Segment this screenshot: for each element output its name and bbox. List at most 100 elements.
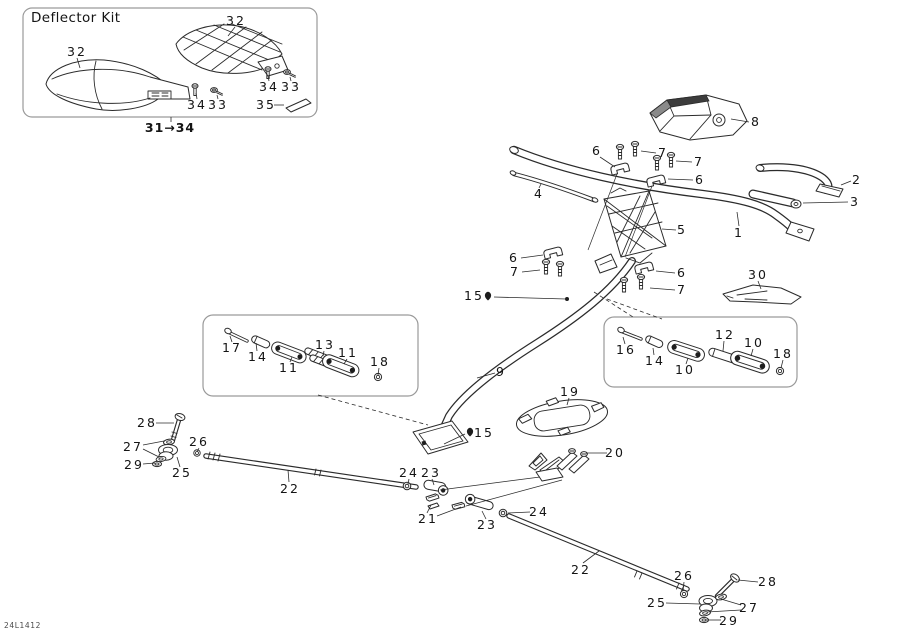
pin-21a-drawing: [425, 493, 440, 502]
bracket-20-drawing: [528, 448, 590, 482]
leader-line: [722, 340, 725, 352]
screw-7-icon: [615, 143, 625, 160]
callout-8: 8: [751, 113, 761, 129]
callout-30: 30: [748, 266, 768, 282]
leader-line: [661, 228, 677, 231]
grip-hook-drawing: [755, 163, 844, 198]
leader-line: [343, 358, 348, 365]
leader-line: [730, 118, 750, 123]
leader-line: [757, 280, 762, 290]
leader-line: [750, 348, 754, 357]
leader-line: [287, 469, 290, 483]
callout-16: 16: [616, 341, 636, 357]
diagram-code: 24L1412: [4, 621, 42, 630]
callout-33: 33: [208, 96, 228, 112]
callout-14: 14: [248, 348, 268, 364]
leader-line: [802, 201, 849, 204]
screw-7-icon: [541, 258, 551, 275]
steering-column-drawing: [412, 257, 636, 455]
callout-1: 1: [734, 224, 744, 240]
connector-line: [465, 479, 563, 507]
callout-13: 13: [315, 336, 335, 352]
leader-line: [196, 447, 200, 453]
leader-line: [227, 26, 236, 37]
callout-14: 14: [645, 352, 665, 368]
callout-23: 23: [477, 516, 497, 532]
jam-nut-24-right-icon: [498, 508, 508, 518]
tie-rod-right-drawing: [506, 513, 690, 592]
callout-31-34: 31→34: [144, 119, 196, 135]
leader-line: [706, 609, 742, 613]
screw-7-icon: [636, 273, 646, 290]
leader-line: [426, 504, 432, 514]
leader-line: [289, 76, 292, 82]
leader-line: [407, 478, 410, 485]
leader-line: [655, 270, 676, 274]
grease-marker-icon: [466, 427, 474, 437]
steering-arm-left-drawing: [152, 412, 201, 468]
deflector-kit-title: Deflector Kit: [31, 10, 121, 26]
callout-28: 28: [758, 573, 778, 589]
callout-6: 6: [677, 264, 687, 280]
support-30-drawing: [722, 284, 802, 305]
leader-line: [377, 367, 380, 376]
leader-line: [322, 350, 325, 357]
leader-line: [443, 433, 466, 445]
callout-19: 19: [560, 383, 580, 399]
leader-line: [682, 581, 685, 592]
leader-line: [599, 156, 616, 168]
callout-27: 27: [739, 599, 759, 615]
screw-7-icon: [666, 151, 676, 168]
leader-line: [481, 510, 487, 520]
leader-line: [736, 211, 740, 227]
callout-7: 7: [658, 144, 668, 160]
leader-line: [176, 456, 181, 468]
callout-25: 25: [172, 464, 192, 480]
leader-line: [507, 511, 531, 514]
leader-line: [685, 357, 689, 365]
dashed-reference-line: [317, 394, 429, 426]
callout-29: 29: [124, 456, 144, 472]
leader-line: [76, 57, 81, 69]
handlebar-pad-drawing: [649, 94, 748, 141]
leader-line: [665, 602, 701, 605]
link-kit-left-box: [202, 314, 419, 397]
leader-line: [640, 150, 657, 154]
leader-line: [667, 178, 694, 181]
callout-26: 26: [674, 567, 694, 583]
strap-drawing: [509, 170, 599, 203]
callout-22: 22: [280, 480, 300, 496]
callout-22: 22: [571, 561, 591, 577]
callout-33: 33: [281, 78, 301, 94]
callout-35: 35: [256, 96, 276, 112]
gasket-plate-drawing: [515, 397, 609, 437]
leader-lines-layer: [76, 26, 852, 621]
leader-line: [649, 287, 676, 291]
callout-26: 26: [189, 433, 209, 449]
connector-line: [439, 476, 541, 491]
clamp-6-top-left-icon: [609, 161, 631, 176]
leader-line: [267, 75, 270, 82]
riser-block-drawing: [594, 187, 667, 274]
grease-marker-icon: [484, 291, 492, 301]
leader-line: [142, 440, 165, 446]
leader-line: [622, 336, 626, 345]
callout-10: 10: [744, 334, 764, 350]
leader-line: [493, 296, 567, 300]
leader-line: [142, 448, 160, 458]
callout-7: 7: [677, 281, 687, 297]
callout-24: 24: [399, 464, 419, 480]
callout-32: 32: [226, 12, 246, 28]
steering-arm-right-drawing: [679, 573, 740, 624]
screw-33-right-icon: [283, 69, 297, 78]
callout-17: 17: [222, 339, 242, 355]
callout-12: 12: [715, 326, 735, 342]
screw-34-left-icon: [191, 83, 199, 96]
callout-5: 5: [677, 221, 687, 237]
leader-line: [521, 269, 541, 273]
handlebar-drawing: [509, 145, 815, 242]
leader-line: [840, 180, 852, 186]
sticker-35-drawing: [285, 98, 312, 113]
leader-line: [436, 506, 462, 517]
